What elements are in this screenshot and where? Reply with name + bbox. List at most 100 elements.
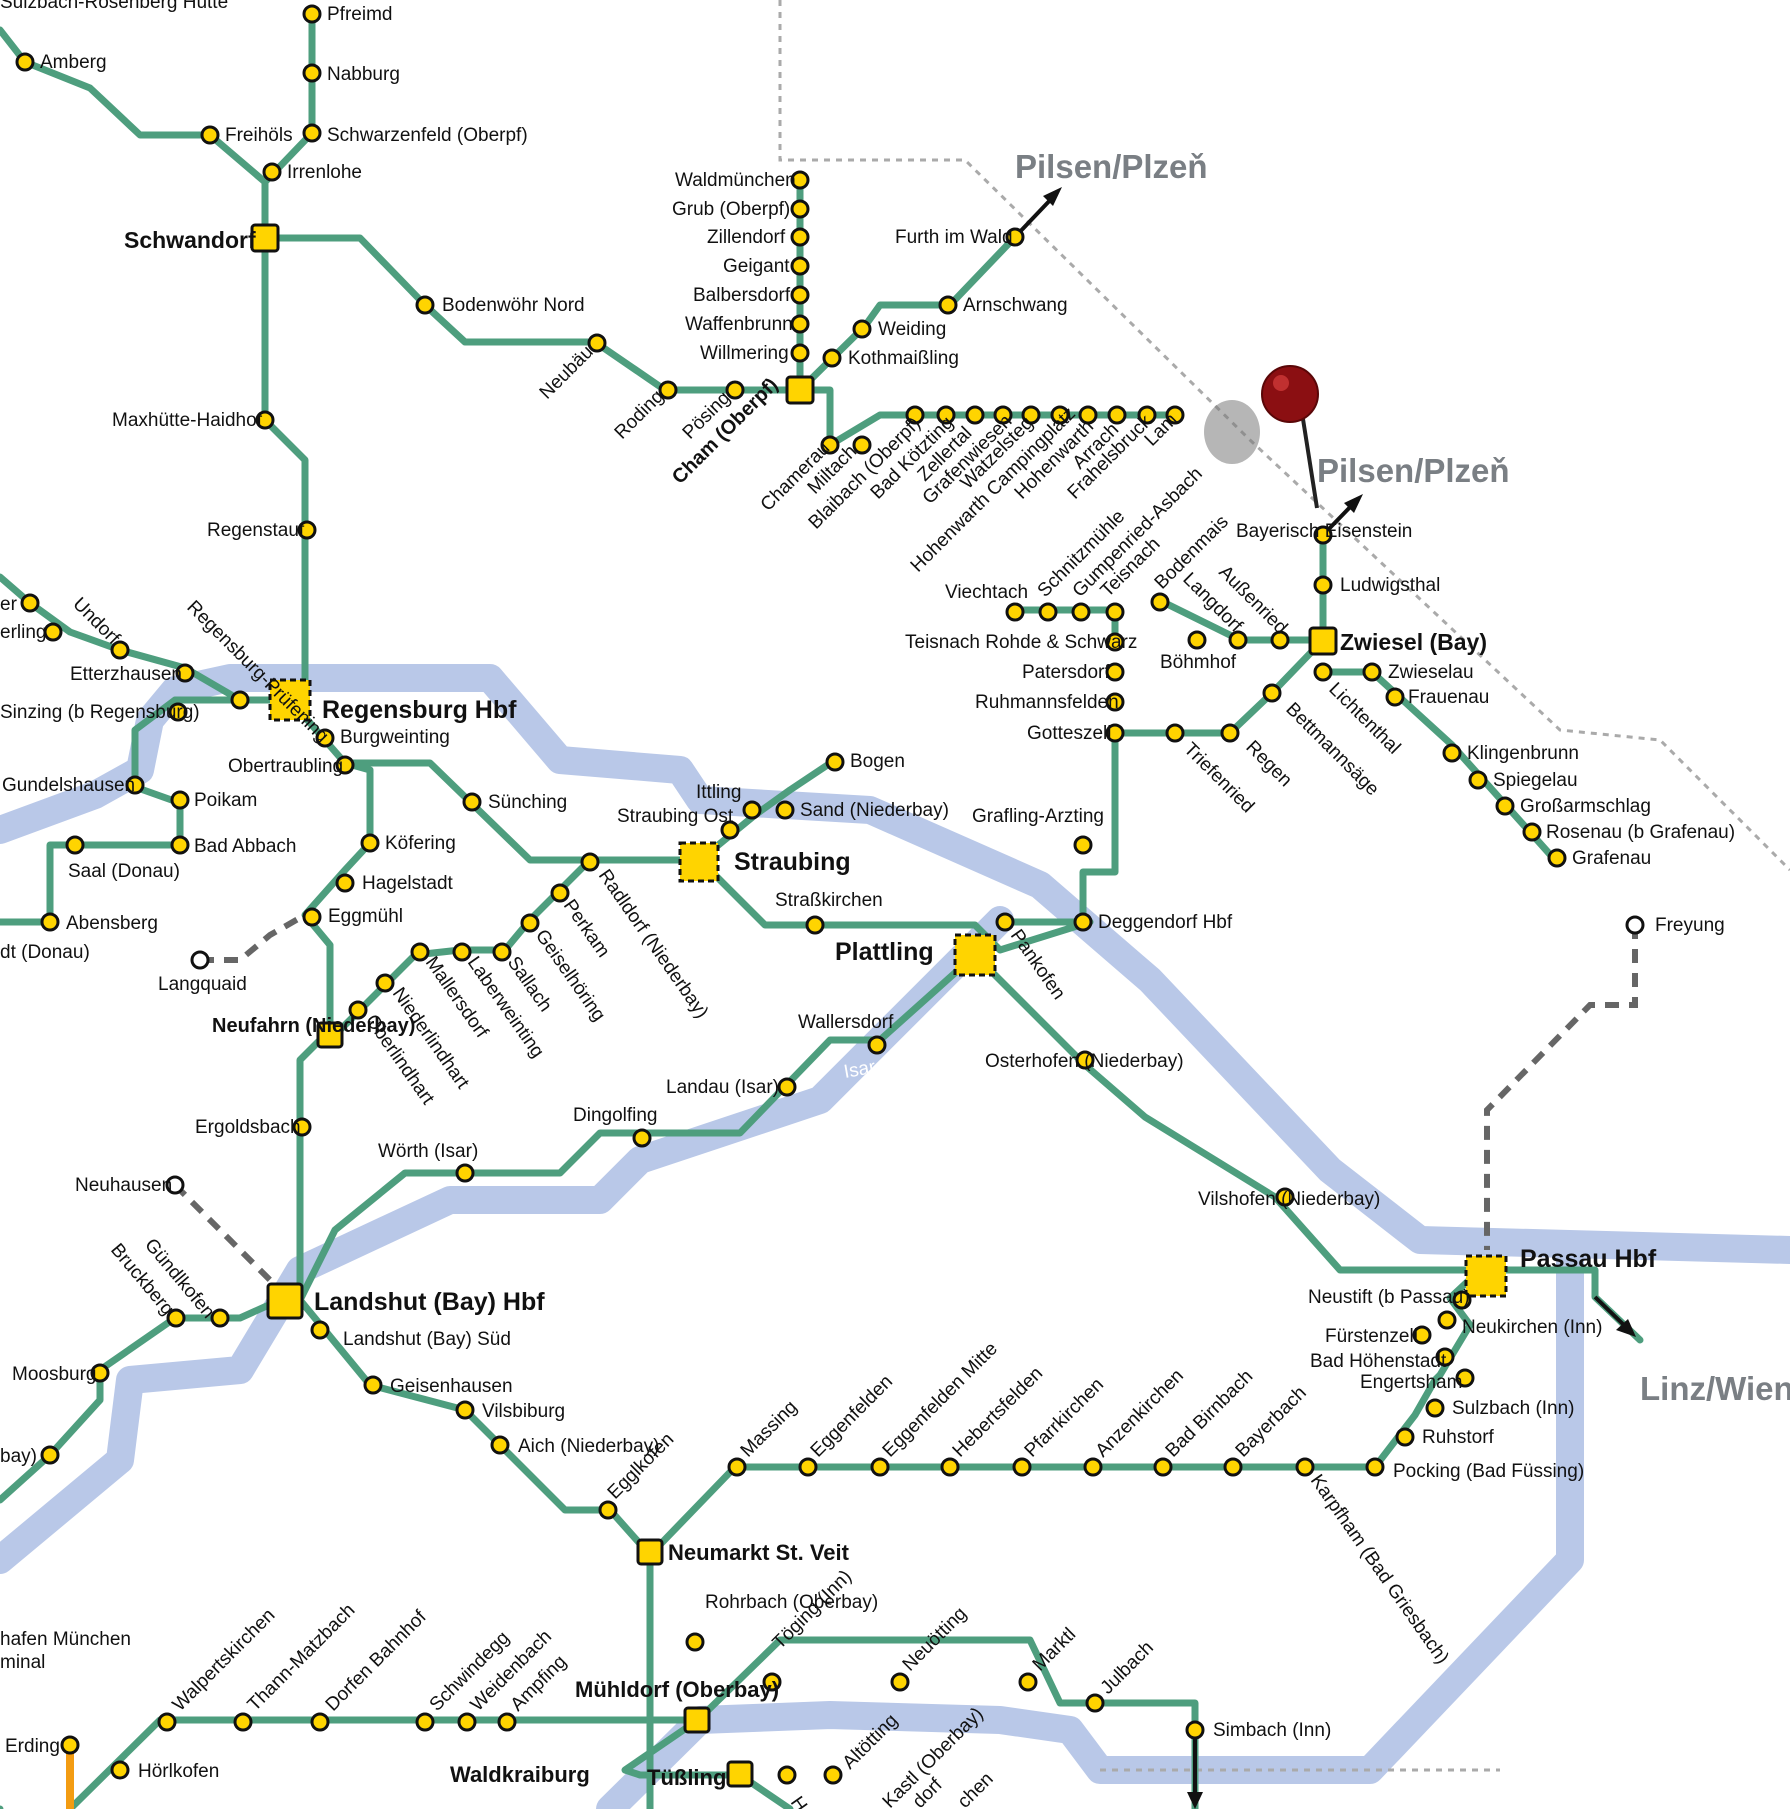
river-label-isar: Isar [842, 1057, 878, 1083]
hub-marker [636, 1538, 664, 1566]
hub-label-zwiesel: Zwiesel (Bay) [1340, 629, 1487, 655]
hub-marker [250, 223, 280, 253]
station-label: Sinzing (b Regensburg) [0, 702, 200, 723]
station-label: Balbersdorf [693, 285, 791, 306]
station-label: chen [954, 1769, 998, 1809]
station-label: Regen [1241, 737, 1295, 791]
station-label: Obertraubling [228, 756, 343, 777]
station-label: Patersdorf [1022, 662, 1110, 683]
station-label: Regenstauf [207, 520, 305, 541]
station-label: Gotteszell [1027, 723, 1111, 744]
station-label: Grub (Oberpf) [672, 199, 790, 220]
station-label: dt (Donau) [0, 942, 90, 963]
station-dots [15, 4, 1645, 1785]
station-label: Frauenau [1408, 687, 1489, 708]
station-label: Sand (Niederbay) [800, 800, 949, 821]
hub-label-neumarkt: Neumarkt St. Veit [668, 1540, 850, 1565]
station-label: Grafenau [1572, 848, 1651, 869]
station-label: Waffenbrunn [685, 314, 793, 335]
station-label: hafen München [0, 1629, 131, 1650]
station-label: Sünching [488, 792, 567, 813]
station-label: Irrenlohe [287, 162, 362, 183]
hub-marker [1308, 626, 1338, 656]
station-label: Aich (Niederbay) [518, 1436, 660, 1457]
station-label: Zillendorf [707, 227, 786, 248]
region-label-linz: Linz/Wien [1640, 1370, 1790, 1407]
hub-marker [678, 841, 720, 883]
closed-line-langquaid [200, 912, 307, 963]
hub-marker [953, 933, 997, 977]
station-label: erling [0, 622, 46, 643]
station-label: Ergoldsbach [195, 1117, 301, 1138]
station-label: Spiegelau [1493, 770, 1578, 791]
station-label: Erding [5, 1736, 60, 1757]
station-label: Neukirchen (Inn) [1462, 1317, 1602, 1338]
station-label: Etterzhausen [70, 664, 182, 685]
station-label: Pocking (Bad Füssing) [1393, 1461, 1584, 1482]
hub-marker [316, 1021, 344, 1049]
station-label: minal [0, 1652, 45, 1673]
station-label: Willmering [700, 343, 789, 364]
station-label: Deggendorf Hbf [1098, 912, 1233, 933]
station-label: Moosburg [12, 1364, 97, 1385]
station-label: Poikam [194, 790, 257, 811]
station-label: Kothmaißling [848, 348, 959, 369]
station-label: Neubäu [536, 342, 598, 404]
station-label: Rosenau (b Grafenau) [1546, 822, 1735, 843]
station-label: Neustift (b Passau) [1308, 1287, 1470, 1308]
station-label: Sulzbach-Rosenberg Hütte [0, 0, 228, 13]
station-label: Freyung [1655, 915, 1725, 936]
river-label-donau: Donau [82, 812, 138, 833]
hub-label-neufahrn: Neufahrn (Niederbay) [212, 1015, 415, 1037]
station-label: Ruhstorf [1422, 1427, 1495, 1448]
station-label: Schwarzenfeld (Oberpf) [327, 125, 528, 146]
station-label: Landshut (Bay) Süd [343, 1329, 511, 1350]
station-label: Ruhmannsfelden [975, 692, 1119, 713]
station-label: Fürstenzell [1325, 1326, 1418, 1347]
station-label: Arnschwang [963, 295, 1068, 316]
station-label: Osterhofen (Niederbay) [985, 1051, 1184, 1072]
hub-label-passau: Passau Hbf [1520, 1245, 1657, 1273]
hub-label-waldkraiburg: Waldkraiburg [450, 1762, 590, 1787]
station-label: Bogen [850, 751, 905, 772]
river-donau [0, 664, 1790, 1264]
station-label: er [0, 594, 18, 615]
station-label: bay) [0, 1446, 37, 1467]
station-label: Pfreimd [327, 4, 392, 25]
station-label: Landau (Isar) [666, 1077, 779, 1098]
station-label: Vilshofen (Niederbay) [1198, 1189, 1380, 1210]
hub-label-muehldorf: Mühldorf (Oberbay) [575, 1677, 779, 1702]
station-label: Engertsham [1360, 1372, 1462, 1393]
station-label: Bodenwöhr Nord [442, 295, 585, 316]
location-pin-icon[interactable] [1204, 365, 1319, 509]
station-label: Straubing Ost [617, 806, 734, 827]
station-label: Zwieselau [1388, 662, 1474, 683]
station-label: Furth im Wald [895, 227, 1013, 248]
station-label: Vilsbiburg [482, 1401, 565, 1422]
hub-marker [1464, 1254, 1508, 1298]
region-label-pilsen-pin: Pilsen/Plzeň [1317, 452, 1510, 489]
hub-stations [250, 223, 1508, 1788]
hub-marker [785, 375, 815, 405]
hub-marker [266, 1282, 304, 1320]
closed-line-freyung [1484, 925, 1638, 1250]
station-label: Straßkirchen [775, 890, 883, 911]
station-label: Abensberg [66, 913, 158, 934]
station-label: Eggmühl [328, 906, 403, 927]
station-label: Bad Höhenstadt [1310, 1351, 1447, 1372]
station-label: Klingenbrunn [1467, 743, 1579, 764]
station-label: Wallersdorf [798, 1012, 894, 1033]
station-label: Saal (Donau) [68, 861, 180, 882]
station-label: Massing [737, 1397, 802, 1462]
station-label: Roding [611, 386, 668, 443]
hub-marker [268, 678, 312, 722]
station-label: Karpfham (Bad Griesbach) [1306, 1471, 1453, 1668]
station-label: Teisnach Rohde & Schwarz [905, 632, 1137, 653]
hub-label-tuessling: Tüßling [647, 1765, 726, 1790]
hub-label-plattling: Plattling [835, 938, 934, 966]
station-label: Freihöls [225, 125, 293, 146]
river-inn [596, 1236, 1584, 1809]
hub-marker [683, 1706, 711, 1734]
station-label: Geigant [723, 256, 790, 277]
